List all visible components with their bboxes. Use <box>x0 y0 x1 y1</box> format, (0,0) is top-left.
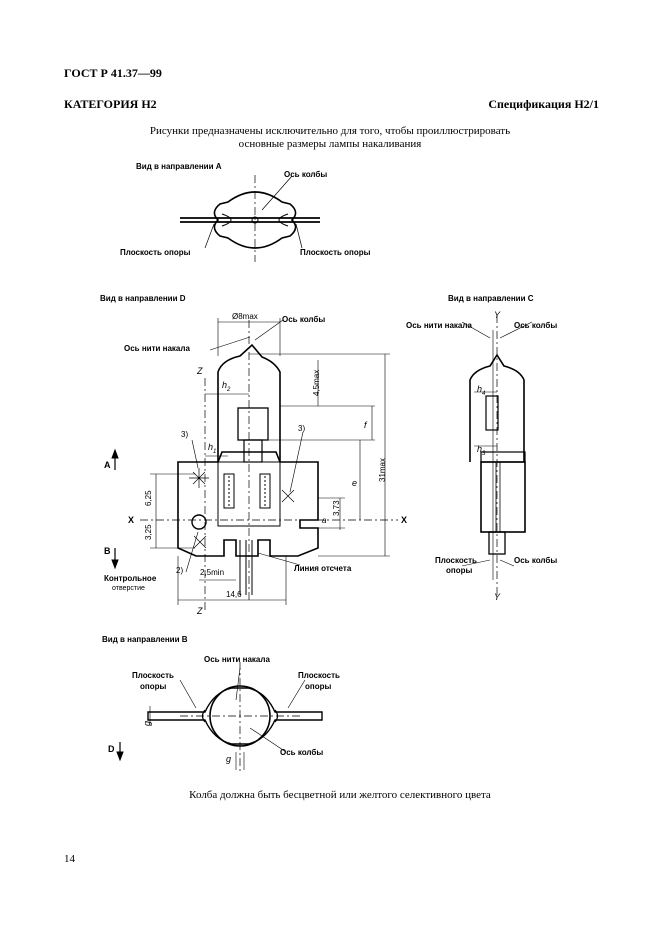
view-a-drawing <box>180 175 320 262</box>
note-3-right: 3) <box>298 424 306 433</box>
view-b-plane-right-label-2: опоры <box>305 682 332 691</box>
view-b-plane-left-label-1: Плоскость <box>132 671 174 680</box>
arrow-b-label: B <box>104 546 111 556</box>
arrow-d-label: D <box>108 744 115 754</box>
dim-h2-label: h2 <box>222 380 231 393</box>
view-d-diameter-label: Ø8max <box>232 312 258 321</box>
control-hole-label-1: Контрольное <box>104 574 157 583</box>
dim-h4-label: h4 <box>477 384 486 397</box>
view-d-title: Вид в направлении D <box>100 294 186 303</box>
view-c-bulb-axis-bottom-label: Ось колбы <box>514 556 558 565</box>
note-2: 2) <box>176 566 184 575</box>
category-title: КАТЕГОРИЯ Н2 <box>64 97 157 111</box>
view-a-plane-left-label: Плоскость опоры <box>120 248 191 257</box>
view-d-bulb-axis-label: Ось колбы <box>282 315 326 324</box>
intro-line-1: Рисунки предназначены исключительно для … <box>149 125 511 137</box>
view-d-drawing <box>111 318 398 610</box>
page-number: 14 <box>64 853 75 865</box>
dim-a-label: a <box>322 516 327 525</box>
dim-h1-label: h1 <box>208 442 217 455</box>
view-c-title: Вид в направлении C <box>448 294 534 303</box>
note-3-left: 3) <box>181 430 189 439</box>
view-b-bulb-axis-label: Ось колбы <box>280 748 324 757</box>
standard-number: ГОСТ Р 41.37—99 <box>64 66 162 80</box>
view-a-plane-right-label: Плоскость опоры <box>300 248 371 257</box>
view-a-title: Вид в направлении А <box>136 162 222 171</box>
axis-z-top-label: Z <box>197 366 203 376</box>
arrow-a-label: A <box>104 460 111 470</box>
dim-6-25-label: 6,25 <box>144 490 153 506</box>
dim-f-label: f <box>364 420 367 430</box>
view-b-plane-right-label-1: Плоскость <box>298 671 340 680</box>
bulb-color-note: Колба должна быть бесцветной или желтого… <box>189 789 491 801</box>
view-b-drawing <box>116 662 323 774</box>
dim-e-label: e <box>352 478 358 488</box>
axis-x-right-label: X <box>401 515 408 525</box>
dim-g-left-label: g <box>142 720 152 726</box>
axis-y-bottom-label: Y <box>494 592 501 602</box>
view-c-filament-axis-label: Ось нити накала <box>406 321 472 330</box>
view-c-plane-label-1: Плоскость <box>435 556 477 565</box>
view-b-plane-left-label-2: опоры <box>140 682 167 691</box>
dim-g-bottom-label: g <box>226 754 232 764</box>
axis-x-left-label: X <box>128 515 135 525</box>
view-b-filament-axis-label: Ось нити накала <box>204 655 270 664</box>
dim-h3-label: h3 <box>477 444 486 457</box>
control-hole-label-2: отверстие <box>112 585 145 592</box>
axis-z-bottom-label: Z <box>197 606 203 616</box>
view-c-bulb-axis-label: Ось колбы <box>514 321 558 330</box>
view-a-bulb-axis-label: Ось колбы <box>284 170 328 179</box>
view-d-filament-axis-label: Ось нити накала <box>124 344 190 353</box>
intro-caption: Рисунки предназначены исключительно для … <box>90 125 570 151</box>
dim-14-6-label: 14,6 <box>226 590 242 599</box>
dim-3-25-label: 3,25 <box>144 524 153 540</box>
view-c-drawing <box>461 315 533 598</box>
specification-title: Спецификация Н2/1 <box>488 97 599 111</box>
view-b-title: Вид в направлении В <box>102 635 188 644</box>
view-c-plane-label-2: опоры <box>446 566 473 575</box>
dim-4-5max-label: 4,5max <box>312 369 321 396</box>
dim-2-5min-label: 2,5min <box>200 568 225 577</box>
axis-y-top-label: Y <box>494 310 501 320</box>
dim-3-73-label: 3,73 <box>332 500 341 516</box>
intro-line-2: основные размеры лампы накаливания <box>238 138 422 150</box>
reference-line-label: Линия отсчета <box>294 564 352 573</box>
dim-31max-label: 31max <box>378 457 387 482</box>
